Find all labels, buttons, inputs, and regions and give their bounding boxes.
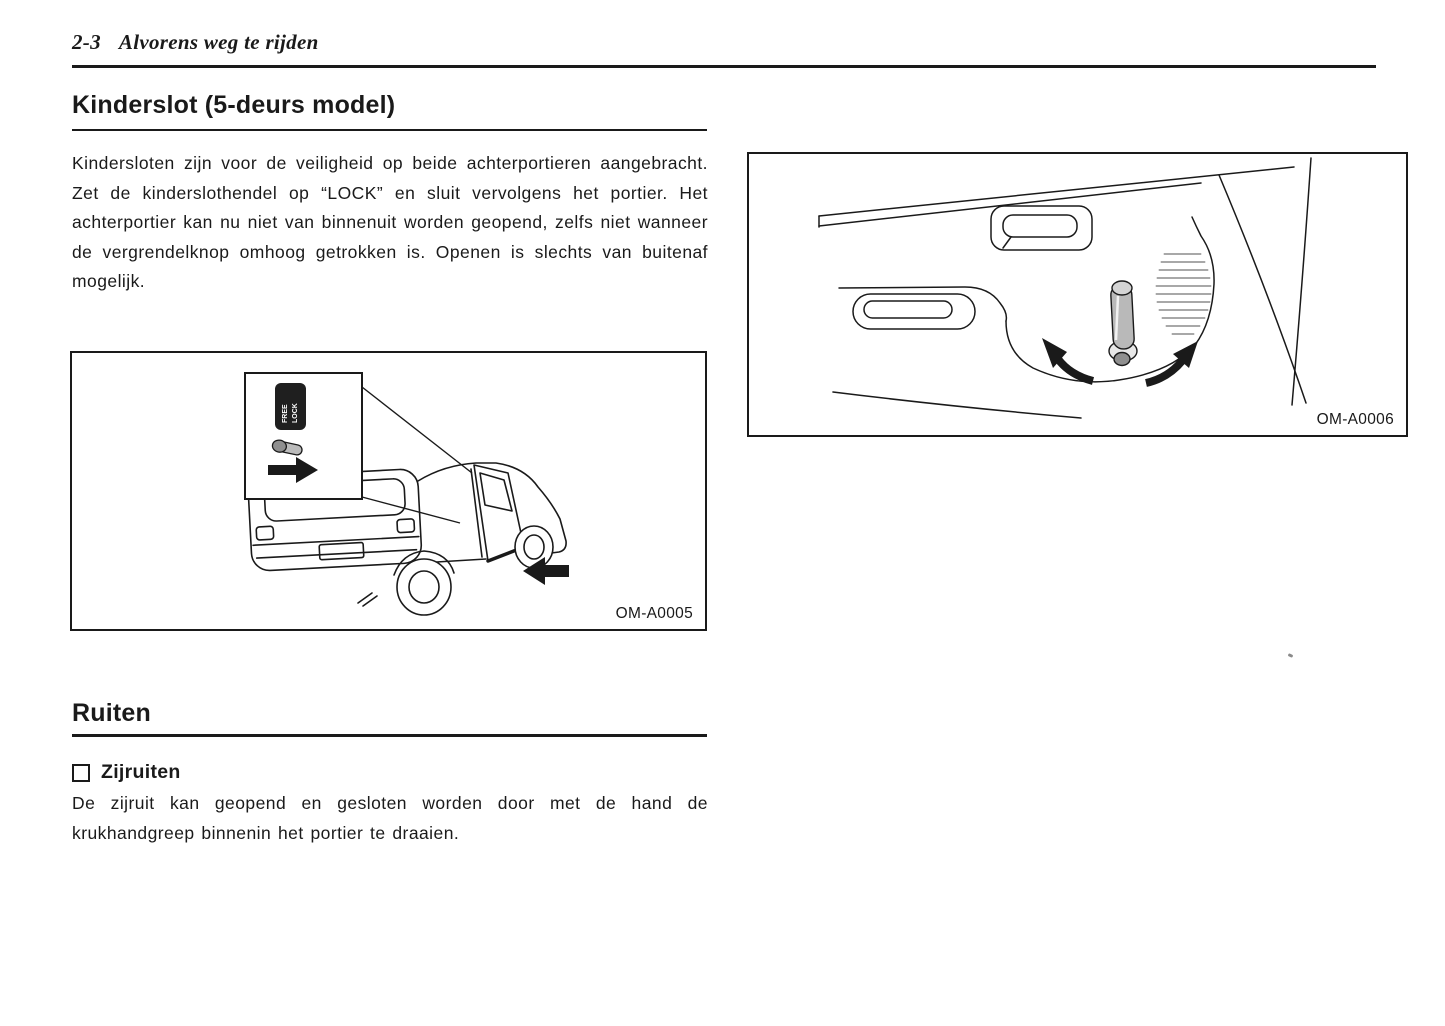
door-handle-recess <box>990 205 1093 251</box>
lock-lever-knob <box>271 439 303 456</box>
childlock-inset: FREE LOCK <box>244 372 363 500</box>
car-illustration: FREE LOCK <box>244 372 569 616</box>
window-crank <box>1108 280 1138 367</box>
subsection-zijruiten: Zijruiten <box>72 761 181 784</box>
figure-door-panel: OM-A0006 <box>747 152 1408 437</box>
figure-label: OM-A0005 <box>615 605 693 622</box>
sticker-free-label: FREE <box>282 404 289 423</box>
section-underline <box>72 734 707 737</box>
page-number: 2-3 <box>72 30 101 54</box>
running-header: 2-3 Alvorens weg te rijden <box>72 30 319 55</box>
figure-label: OM-A0006 <box>1316 411 1394 428</box>
lock-direction-arrow-icon <box>268 457 318 483</box>
sticker-lock-label: LOCK <box>292 403 299 423</box>
checkbox-square <box>72 763 90 782</box>
door-direction-arrow-icon <box>523 557 569 585</box>
crank-arrow-left-icon <box>1042 338 1095 385</box>
kinderslot-paragraph: Kindersloten zijn voor de veiligheid op … <box>72 153 708 291</box>
callout-lines <box>361 386 473 524</box>
scan-artifact-dot <box>1287 653 1294 658</box>
armrest-pull <box>852 293 976 330</box>
hatching <box>1155 253 1212 335</box>
section-title-kinderslot: Kinderslot (5-deurs model) <box>72 91 396 119</box>
door-panel-illustration <box>818 157 1312 419</box>
crank-arrow-right-icon <box>1145 341 1198 387</box>
zijruiten-paragraph: De zijruit kan geopend en gesloten worde… <box>72 793 708 843</box>
section-title-ruiten: Ruiten <box>72 699 151 727</box>
section-underline <box>72 129 707 132</box>
header-rule <box>72 65 1376 68</box>
chapter-title: Alvorens weg te rijden <box>118 30 319 54</box>
childlock-sticker <box>275 383 306 430</box>
figure-childlock-car: FREE LOCK OM-A0005 <box>70 351 707 631</box>
subsection-title: Zijruiten <box>101 761 181 783</box>
